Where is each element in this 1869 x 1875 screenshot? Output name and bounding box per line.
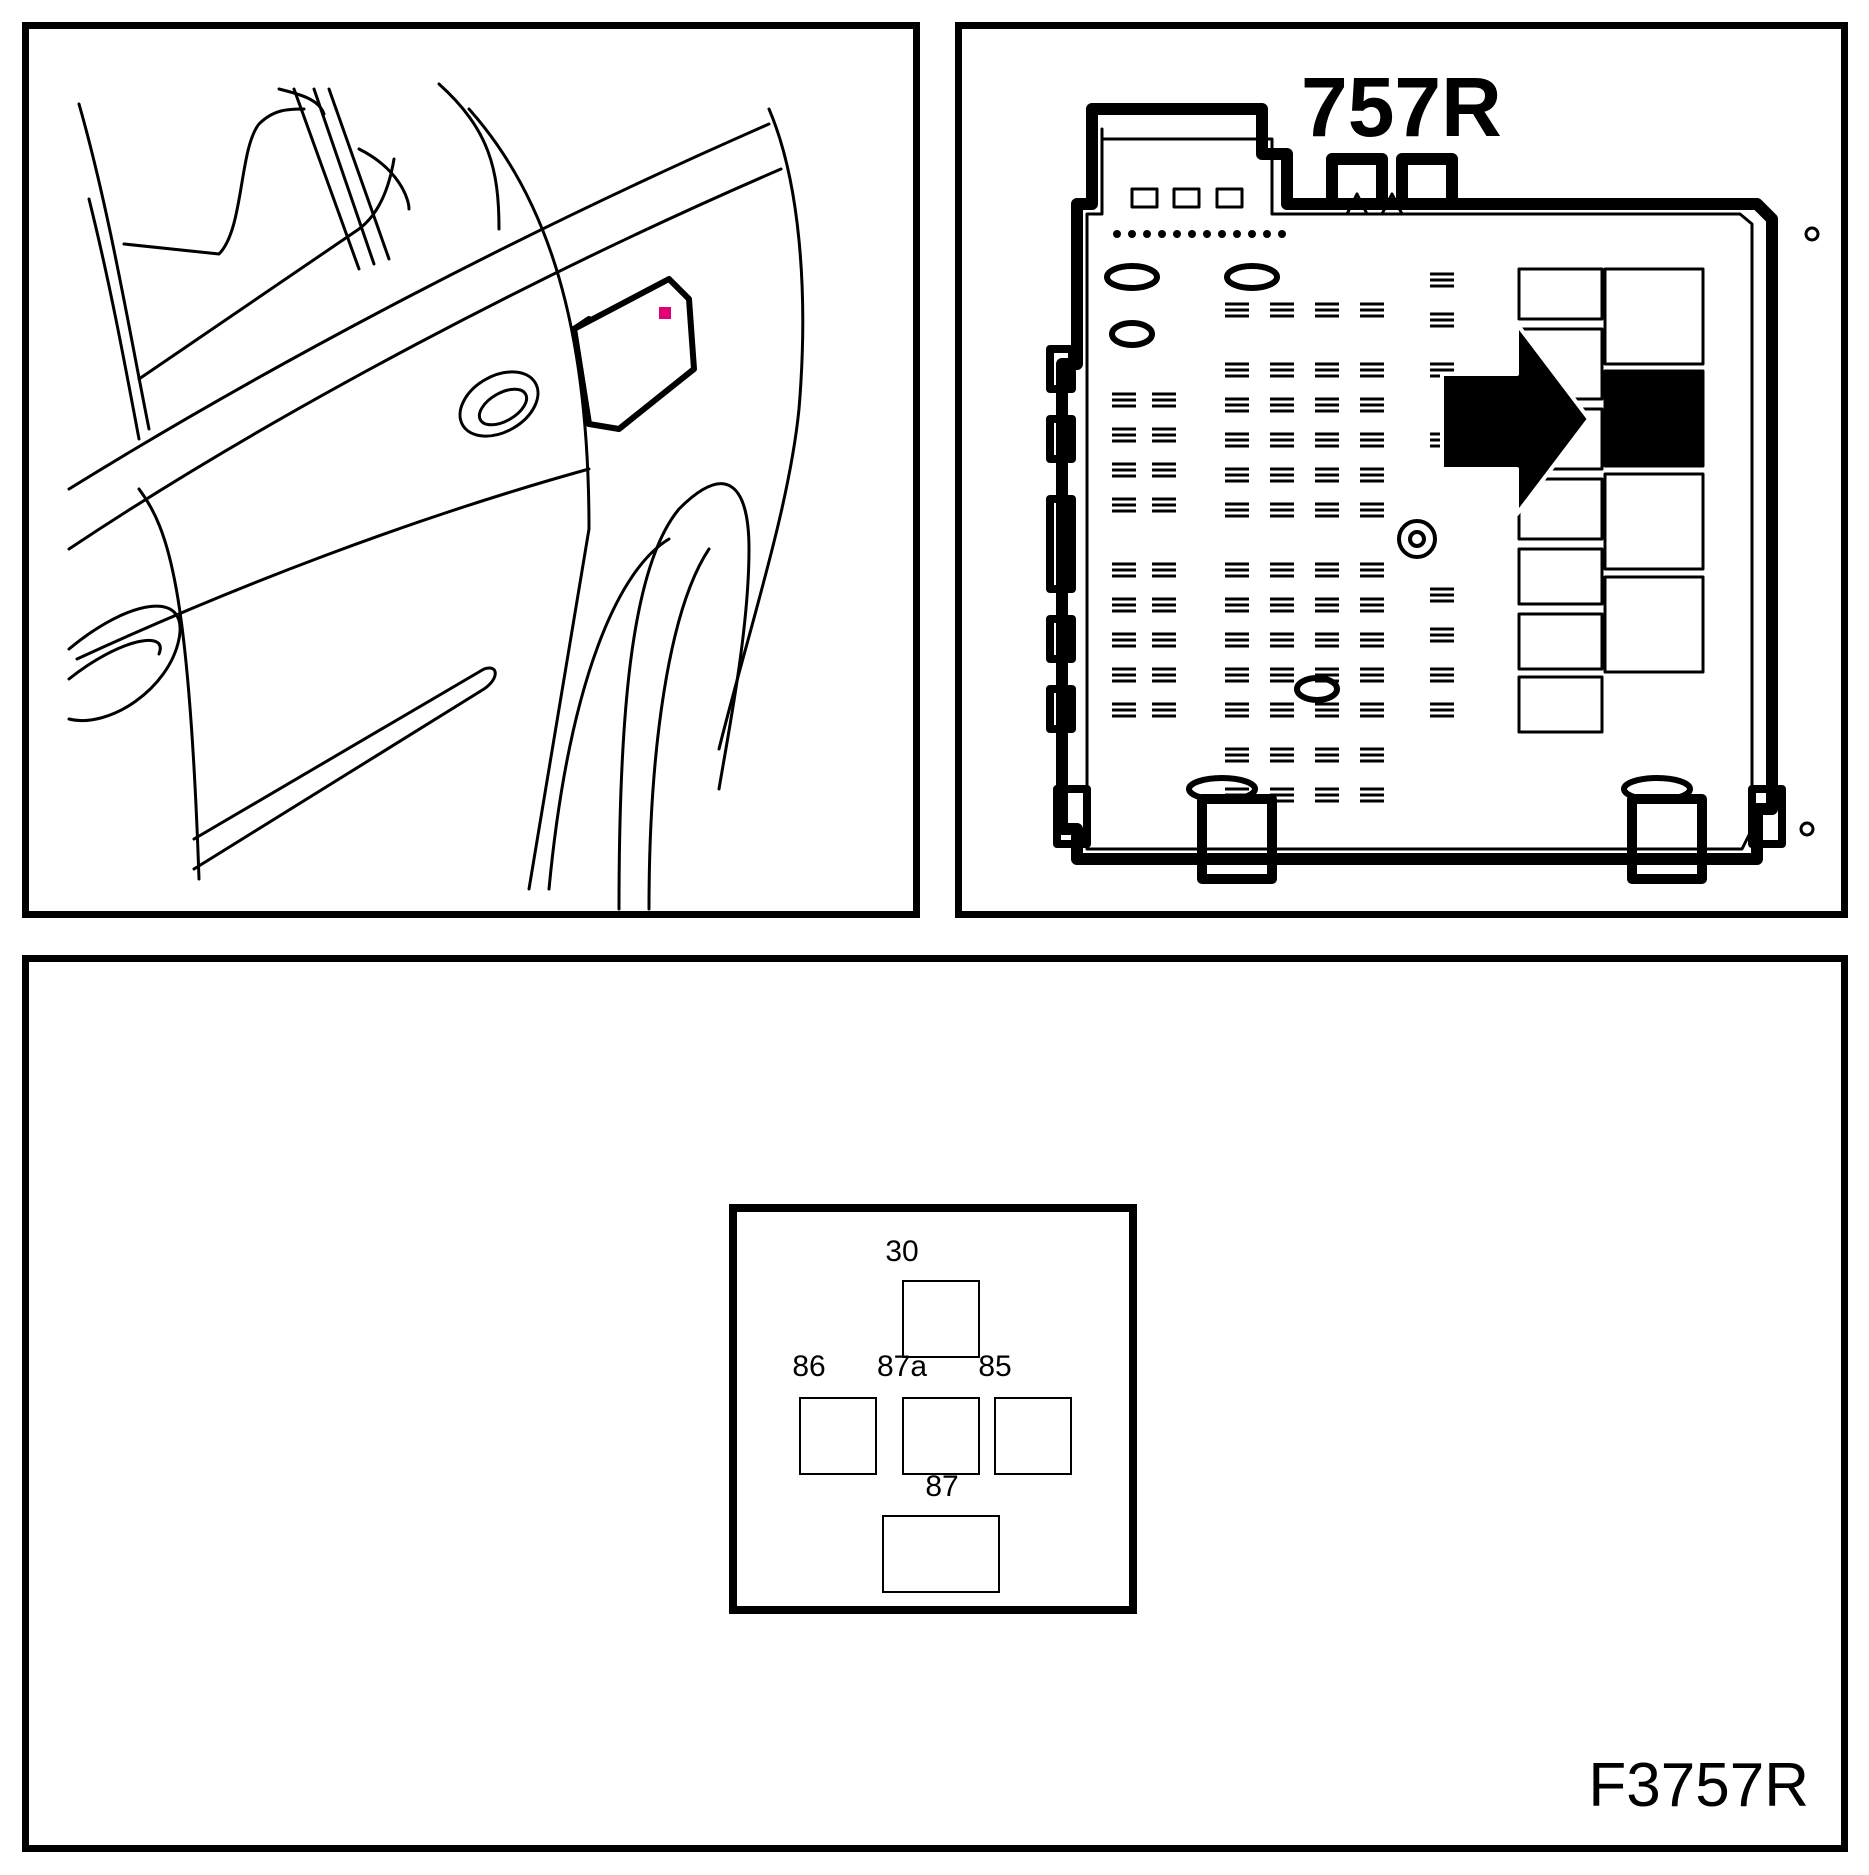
relay-757r-slot <box>1603 369 1705 468</box>
pin-86-terminal <box>799 1397 877 1475</box>
pin-label-30: 30 <box>885 1235 919 1268</box>
vehicle-side-illustration <box>67 82 805 911</box>
fuse-box-illustration <box>1046 103 1820 884</box>
pin-label-87: 87 <box>925 1470 959 1503</box>
pin-85-terminal <box>994 1397 1072 1475</box>
pin-label-86: 86 <box>792 1350 826 1383</box>
pointer-arrow-icon <box>1440 322 1591 516</box>
figure-code: F3757R <box>1588 1751 1809 1820</box>
fuse-box-layout-panel: 757R <box>955 22 1848 918</box>
relay-position-label: 757R <box>1301 60 1502 154</box>
pin-87a-terminal <box>902 1397 980 1475</box>
fuse-slot-grid <box>1112 272 1454 803</box>
vehicle-location-panel <box>22 22 920 918</box>
pin-30-terminal <box>902 1280 980 1358</box>
relay-base: 30 86 87a 85 87 <box>729 1204 1137 1614</box>
relay-pinout-panel: 30 86 87a 85 87 F3757R <box>22 955 1848 1852</box>
pin-label-87a: 87a <box>876 1350 928 1383</box>
fuse-box-highlight-marker <box>659 307 671 319</box>
pin-87-terminal <box>882 1515 1000 1593</box>
pin-label-85: 85 <box>978 1350 1012 1383</box>
